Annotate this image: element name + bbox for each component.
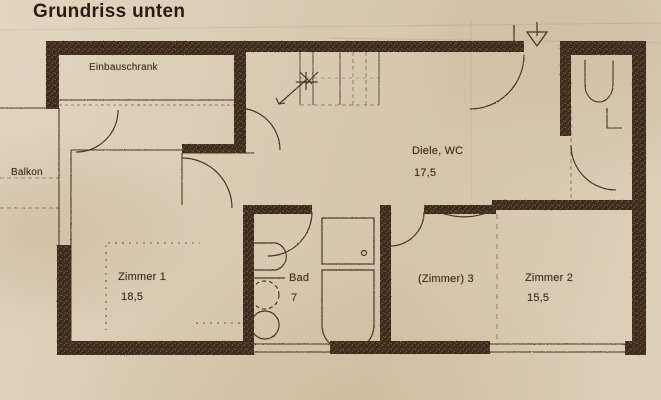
wall-int-vert-2 [243, 205, 254, 355]
bad-fixtures [250, 217, 375, 352]
sink-circle-lower [250, 310, 280, 340]
door-wc [570, 144, 617, 191]
wc-fixtures [570, 60, 622, 200]
door-einbauschrank [237, 107, 281, 151]
sink-circle-upper [250, 280, 280, 310]
door-bad [267, 211, 313, 257]
window-bottom-2 [490, 343, 625, 353]
wall-top-right [560, 41, 646, 55]
wall-bottom-mid [330, 341, 490, 354]
room-label-zimmer-1: Zimmer 1 [118, 271, 167, 283]
stair-direction-arrow [275, 71, 319, 105]
wall-int-vert-3 [380, 205, 391, 353]
door-diele-right [430, 207, 498, 218]
bathtub [321, 269, 375, 352]
entrance-direction-arrow [513, 22, 549, 49]
staircase [275, 52, 380, 106]
door-balkon-zimmer1 [75, 110, 119, 153]
room-label-balkon: Balkon [11, 167, 43, 178]
door-entry [469, 54, 525, 110]
toilet [321, 217, 375, 265]
thin-line-group [0, 99, 644, 353]
room-area-zimmer-1: 18,5 [121, 291, 144, 303]
wall-right-upper [632, 41, 646, 299]
wall-int-horz-1 [182, 144, 246, 153]
wall-int-horz-2 [254, 205, 312, 214]
wall-bottom-left [57, 341, 243, 355]
wall-left-lower [57, 245, 71, 355]
washbasin [251, 242, 287, 271]
wc-toilet [584, 60, 614, 103]
room-area-zimmer-2: 15,5 [527, 292, 550, 304]
wc-washbasin [606, 108, 622, 129]
door-diele-left [181, 157, 233, 209]
room-label-zimmer-3: (Zimmer) 3 [418, 273, 474, 285]
window-right [633, 300, 644, 352]
room-area-diele-wc: 17,5 [414, 167, 437, 179]
zimmer1-outline [70, 149, 243, 341]
room-label-zimmer-2: Zimmer 2 [525, 272, 574, 284]
toilet-flush [360, 249, 368, 257]
room-label-diele-wc: Diele, WC [412, 145, 464, 157]
wall-int-horz-3 [424, 205, 496, 214]
window-bottom [243, 343, 330, 353]
wall-top-left [46, 41, 246, 55]
door-zimmer3 [389, 211, 425, 247]
room-area-bad: 7 [291, 292, 298, 304]
door-swing-group [75, 54, 617, 257]
wall-int-vert-4 [560, 41, 571, 136]
wall-top-middle [246, 41, 524, 52]
page-title: Grundriss unten [33, 1, 186, 22]
room-label-einbauschrank: Einbauschrank [89, 62, 158, 73]
wall-group [46, 41, 646, 355]
wall-int-vert-1 [234, 41, 246, 151]
room-label-bad: Bad [289, 272, 310, 284]
wall-int-horz-4 [492, 200, 637, 210]
wall-left-upper [46, 41, 59, 109]
